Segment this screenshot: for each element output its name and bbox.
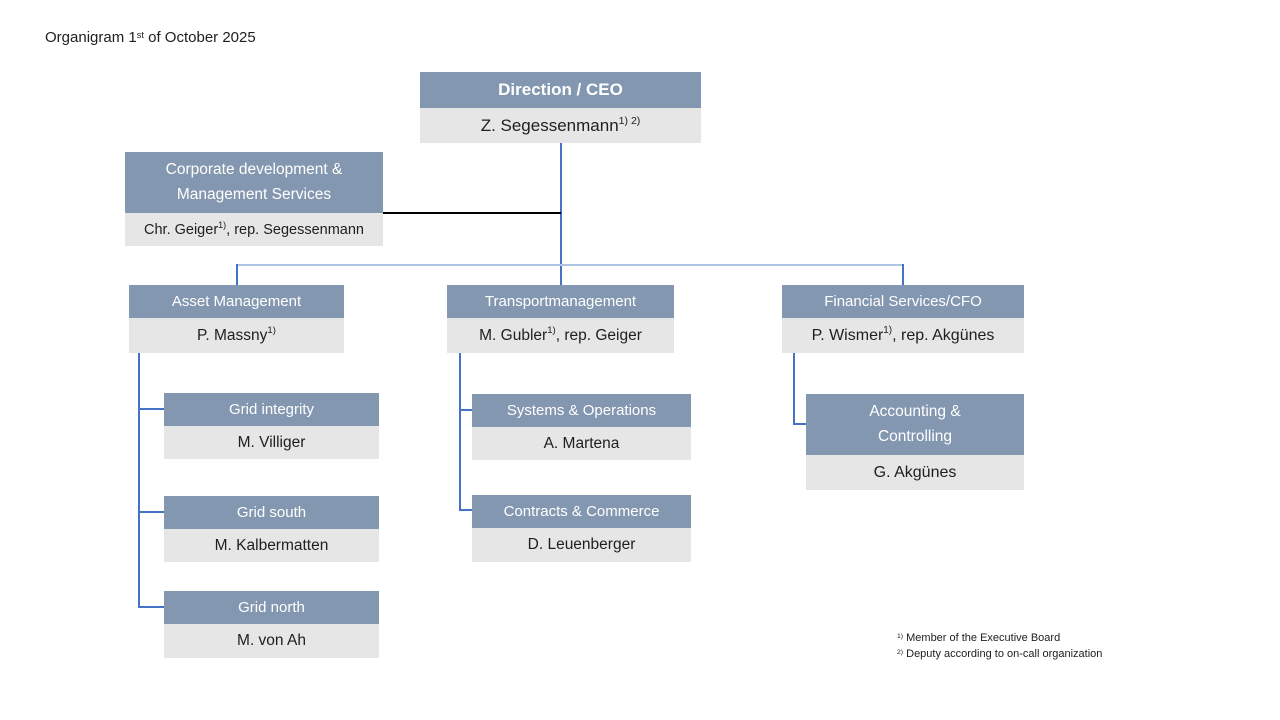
footnote-1-marker: 1) (897, 632, 904, 640)
connector-accounting-stub (793, 423, 807, 425)
org-box-header: Direction / CEO (420, 72, 701, 108)
org-box-person: P. Wismer 1), rep. Akgünes (782, 318, 1024, 353)
org-box-grid-south: Grid south M. Kalbermatten (164, 496, 379, 562)
org-box-person: M. Villiger (164, 426, 379, 459)
connector-asset-drop (236, 264, 238, 285)
org-box-person: M. Kalbermatten (164, 529, 379, 562)
footnote-1-text: Member of the Executive Board (903, 632, 1061, 644)
org-box-person: G. Akgünes (806, 455, 1024, 490)
org-box-financial-services-cfo: Financial Services/CFO P. Wismer 1), rep… (782, 285, 1024, 353)
person-name: M. von Ah (237, 632, 306, 649)
org-box-contracts-commerce: Contracts & Commerce D. Leuenberger (472, 495, 691, 562)
person-name: M. Gubler (479, 326, 548, 344)
connector-distribution-horizontal (236, 264, 904, 266)
org-box-systems-operations: Systems & Operations A. Martena (472, 394, 691, 460)
org-box-corporate-development: Corporate development & Management Servi… (125, 152, 383, 246)
footnote-1: 1) Member of the Executive Board (897, 630, 1102, 646)
org-box-header: Systems & Operations (472, 394, 691, 427)
person-name: M. Villiger (237, 433, 306, 451)
person-name: P. Massny (197, 326, 268, 344)
person-suffix: , rep. Geiger (555, 326, 642, 344)
org-box-person: Chr. Geiger 1), rep. Segessenmann (125, 213, 383, 246)
org-box-header: Contracts & Commerce (472, 495, 691, 528)
org-box-header: Grid south (164, 496, 379, 529)
connector-staff-horizontal (383, 212, 561, 214)
connector-transport-branch-vertical (459, 353, 461, 511)
connector-financial-drop (902, 264, 904, 285)
org-box-header: Financial Services/CFO (782, 285, 1024, 318)
connector-grid-south-stub (138, 511, 165, 513)
org-box-header: Accounting & Controlling (806, 394, 1024, 455)
person-name: G. Akgünes (873, 463, 957, 481)
connector-systems-stub (459, 409, 473, 411)
org-box-person: A. Martena (472, 427, 691, 460)
footnote-2-marker: 2) (897, 648, 904, 656)
person-name: D. Leuenberger (527, 536, 636, 553)
connector-financial-branch-vertical (793, 353, 795, 425)
org-box-header: Transportmanagement (447, 285, 674, 318)
footnote-2: 2) Deputy according to on-call organizat… (897, 646, 1102, 662)
connector-contracts-stub (459, 509, 473, 511)
org-box-header: Grid integrity (164, 393, 379, 426)
person-name: Z. Segessenmann (480, 115, 619, 135)
page-title-superscript: st (136, 29, 144, 40)
person-name: Chr. Geiger (144, 221, 219, 238)
person-suffix: , rep. Akgünes (892, 326, 995, 344)
org-box-person: Z. Segessenmann 1) 2) (420, 108, 701, 143)
page-title-pre: Organigram 1 (45, 29, 137, 46)
org-box-person: M. von Ah (164, 624, 379, 658)
org-box-transportmanagement: Transportmanagement M. Gubler 1), rep. G… (447, 285, 674, 353)
page-title-post: of October 2025 (143, 29, 256, 46)
footnote-2-text: Deputy according to on-call organization (903, 648, 1103, 660)
org-box-accounting-controlling: Accounting & Controlling G. Akgünes (806, 394, 1024, 490)
person-name: P. Wismer (811, 326, 884, 344)
org-box-person: D. Leuenberger (472, 528, 691, 562)
person-name: M. Kalbermatten (214, 536, 329, 554)
org-box-asset-management: Asset Management P. Massny 1) (129, 285, 344, 353)
connector-asset-branch-vertical (138, 353, 140, 608)
org-box-header: Grid north (164, 591, 379, 624)
person-suffix: , rep. Segessenmann (226, 221, 364, 238)
org-box-header: Asset Management (129, 285, 344, 318)
connector-grid-north-stub (138, 606, 165, 608)
connector-grid-integrity-stub (138, 408, 165, 410)
org-box-person: M. Gubler 1), rep. Geiger (447, 318, 674, 353)
org-box-grid-north: Grid north M. von Ah (164, 591, 379, 658)
org-box-person: P. Massny 1) (129, 318, 344, 353)
org-box-direction-ceo: Direction / CEO Z. Segessenmann 1) 2) (420, 72, 701, 143)
person-name: A. Martena (543, 434, 620, 452)
page-title: Organigram 1st of October 2025 (45, 29, 256, 46)
org-box-grid-integrity: Grid integrity M. Villiger (164, 393, 379, 459)
footnotes: 1) Member of the Executive Board 2) Depu… (897, 630, 1102, 662)
connector-ceo-vertical (560, 143, 562, 285)
org-box-header: Corporate development & Management Servi… (125, 152, 383, 213)
